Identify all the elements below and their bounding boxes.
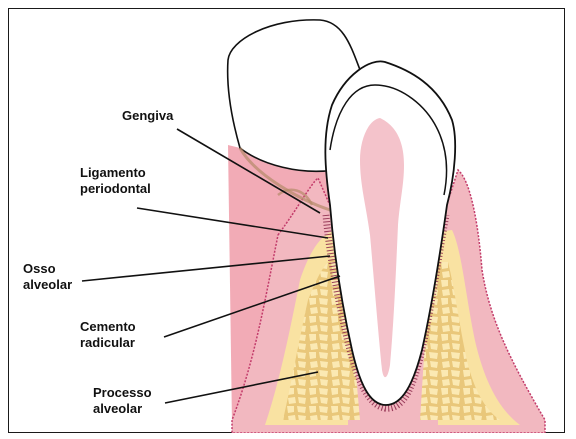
label-cemento-radicular: Cemento radicular xyxy=(80,319,139,350)
label-gengiva: Gengiva xyxy=(122,108,174,123)
label-osso-alveolar: Osso alveolar xyxy=(23,261,72,292)
label-processo-alveolar: Processo alveolar xyxy=(93,385,155,416)
label-ligamento-periodontal: Ligamento periodontal xyxy=(80,165,151,196)
